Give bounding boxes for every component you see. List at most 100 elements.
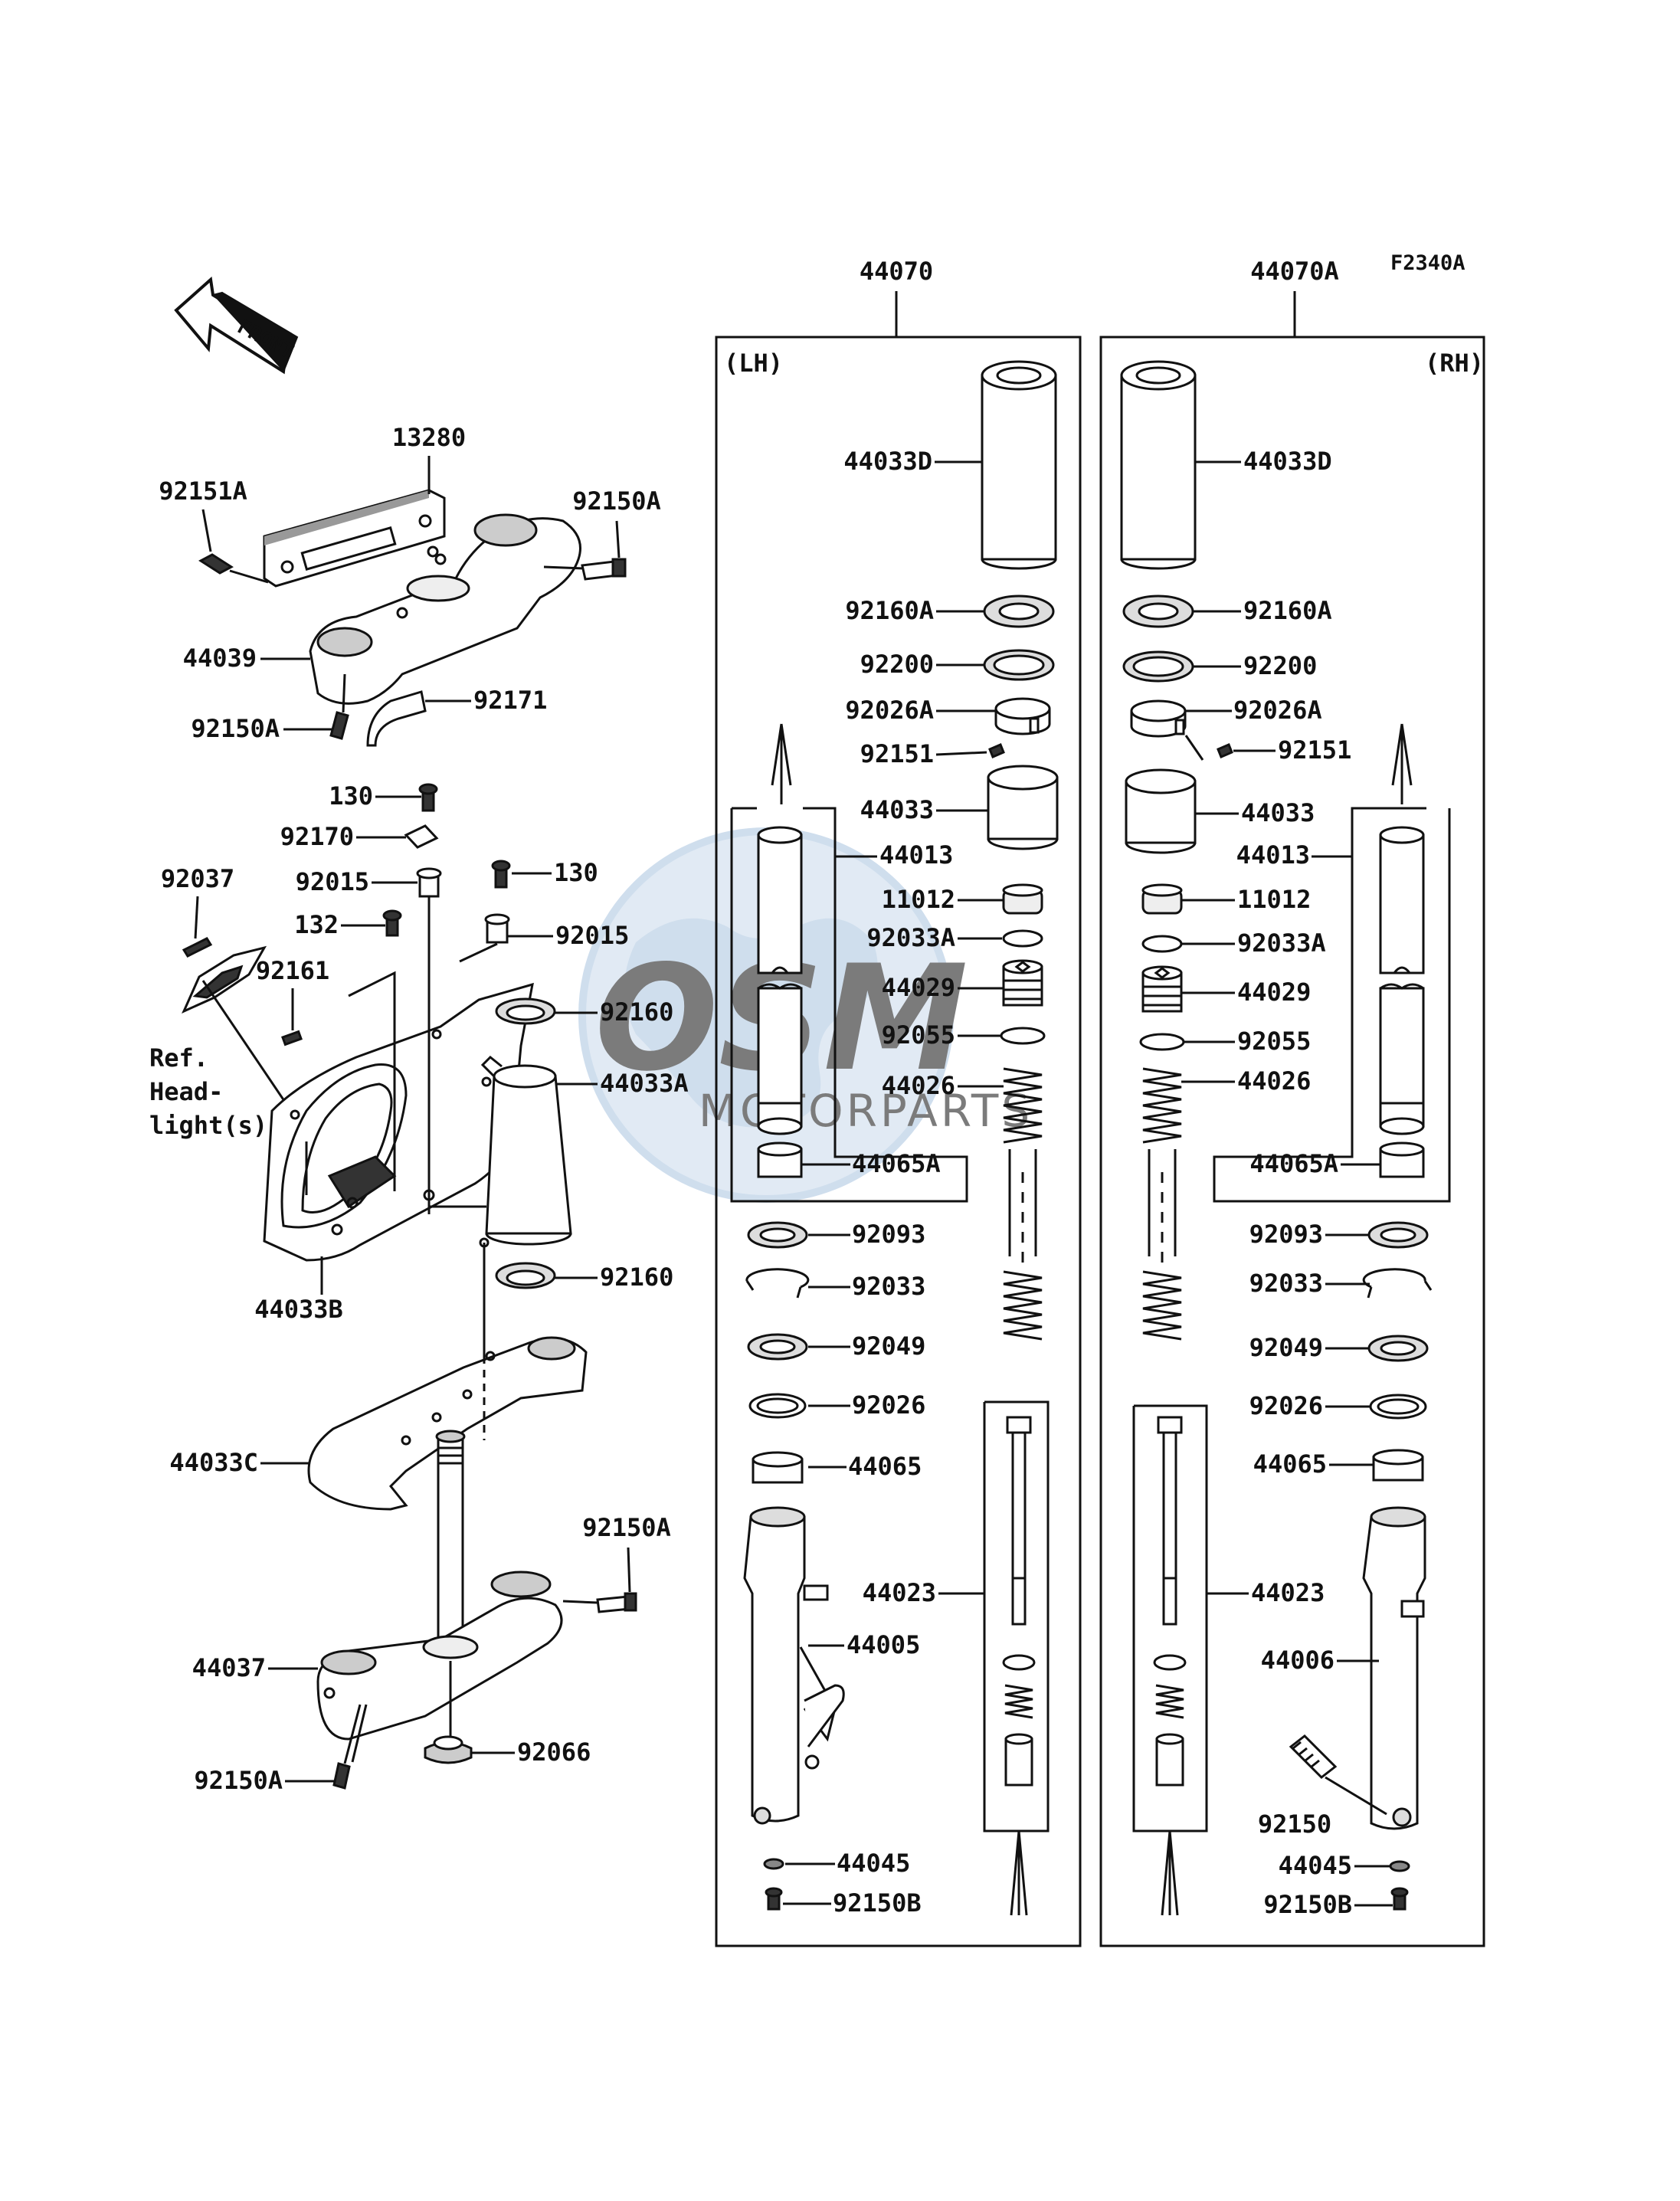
lh-label-92150B: 92150B (833, 1888, 922, 1918)
rh-label-92093: 92093 (1249, 1220, 1323, 1249)
rh-inner-tube (1379, 826, 1425, 1135)
rh-label-92033: 92033 (1249, 1269, 1323, 1298)
ref-note-line1: Ref. (149, 1043, 208, 1073)
watermark-sub: MOTORPARTS (699, 1085, 1033, 1137)
rh-label-44033: 44033 (1241, 798, 1315, 827)
label-92150A-left: 92150A (191, 714, 280, 743)
rh-label-44013: 44013 (1236, 840, 1310, 870)
rh-label-92026A: 92026A (1233, 696, 1322, 725)
lh-label-44065A: 44065A (852, 1149, 941, 1178)
lh-label-44005: 44005 (847, 1630, 920, 1659)
lh-fork-tube-cover (981, 360, 1057, 570)
label-92151A: 92151A (159, 477, 247, 506)
label-92066: 92066 (517, 1738, 591, 1767)
lh-label-92026: 92026 (852, 1390, 925, 1420)
lh-cover-44033 (987, 765, 1059, 850)
lh-label-92093: 92093 (852, 1220, 925, 1249)
label-44070: 44070 (860, 257, 933, 286)
lh-label-44065: 44065 (848, 1452, 922, 1481)
lh-label-44033D: 44033D (843, 447, 932, 476)
rh-adjuster-44029 (1141, 965, 1183, 1013)
rh-label-44023: 44023 (1251, 1578, 1325, 1607)
rh-assembly-box: 44070A (RH) (1099, 257, 1485, 1947)
label-92171: 92171 (473, 686, 547, 715)
label-130-a: 130 (329, 781, 373, 811)
label-rh: (RH) (1425, 349, 1484, 378)
lh-label-92055: 92055 (882, 1020, 955, 1050)
rh-label-92150: 92150 (1258, 1810, 1331, 1839)
lower-cover-44033C (307, 1336, 588, 1511)
lh-label-11012: 11012 (882, 885, 955, 914)
rh-label-92151: 92151 (1278, 735, 1351, 765)
lh-label-92026A: 92026A (845, 696, 934, 725)
lh-damper-rod (1002, 1416, 1036, 1916)
label-44037: 44037 (192, 1653, 266, 1682)
rh-label-92150B: 92150B (1263, 1890, 1352, 1919)
watermark-logo: OSM MOTORPARTS (578, 827, 1033, 1203)
rh-label-92200: 92200 (1243, 651, 1317, 680)
label-92150A-mid: 92150A (582, 1513, 671, 1542)
lh-label-92033: 92033 (852, 1272, 925, 1301)
lh-adjuster-44029 (1002, 959, 1043, 1007)
rh-label-92033A: 92033A (1237, 929, 1326, 958)
ref-note-line3: light(s) (149, 1111, 267, 1140)
label-92150A-top: 92150A (572, 486, 661, 516)
lh-label-92200: 92200 (860, 650, 934, 679)
rh-bolt-92150 (1289, 1734, 1387, 1816)
ref-note-line2: Head- (149, 1077, 223, 1106)
lh-label-44013: 44013 (879, 840, 953, 870)
rh-label-44033D: 44033D (1243, 447, 1332, 476)
rh-label-44065A: 44065A (1249, 1149, 1338, 1178)
label-lh: (LH) (724, 349, 783, 378)
steering-stem-44037 (316, 1430, 563, 1741)
rh-label-92160A: 92160A (1243, 596, 1332, 625)
label-44033B: 44033B (254, 1295, 343, 1324)
rh-spring-44026 (1142, 1067, 1182, 1341)
label-44033A: 44033A (600, 1069, 689, 1098)
lh-label-44045: 44045 (837, 1849, 910, 1878)
rh-label-44026: 44026 (1237, 1066, 1311, 1096)
lh-assembly-box: 44070 (LH) (715, 257, 1082, 1947)
lh-outer-tube-44005 (743, 1506, 845, 1825)
lh-label-44033: 44033 (860, 795, 934, 824)
lh-label-92033A: 92033A (866, 923, 955, 952)
lh-label-92160A: 92160A (845, 596, 934, 625)
lh-label-44029: 44029 (882, 973, 955, 1002)
label-44033C: 44033C (169, 1448, 258, 1477)
top-plate-13280 (263, 489, 446, 588)
label-92160-a: 92160 (600, 997, 673, 1027)
label-44070A: 44070A (1250, 257, 1339, 286)
rh-label-44045: 44045 (1279, 1851, 1352, 1880)
label-92037: 92037 (161, 864, 234, 893)
label-92161: 92161 (256, 956, 329, 985)
lh-inner-tube (757, 826, 803, 1135)
front-arrow-icon: FRONT (174, 277, 299, 375)
rh-outer-tube-44006 (1362, 1506, 1426, 1830)
rh-cover-44033 (1125, 768, 1197, 854)
rh-label-92055: 92055 (1237, 1027, 1311, 1056)
rh-label-44065: 44065 (1253, 1449, 1327, 1479)
label-92015-a: 92015 (296, 867, 369, 896)
fork-cover-44033A (479, 1055, 572, 1248)
lh-label-92049: 92049 (852, 1331, 925, 1361)
label-130-b: 130 (554, 858, 598, 887)
rh-label-11012: 11012 (1237, 885, 1311, 914)
label-92170: 92170 (280, 822, 354, 851)
lh-spring-44026 (1003, 1067, 1043, 1341)
rh-damper-rod (1153, 1416, 1187, 1916)
lh-label-92151: 92151 (860, 739, 934, 768)
label-92015-b: 92015 (555, 921, 629, 950)
rh-fork-tube-cover (1120, 360, 1197, 570)
rh-label-92049: 92049 (1249, 1333, 1323, 1362)
lh-label-44023: 44023 (863, 1578, 936, 1607)
label-13280: 13280 (392, 423, 466, 452)
label-92160-b: 92160 (600, 1263, 673, 1292)
rh-label-44029: 44029 (1237, 978, 1311, 1007)
label-44039: 44039 (183, 644, 257, 673)
rh-label-44006: 44006 (1261, 1646, 1335, 1675)
label-92150A-bot: 92150A (194, 1766, 283, 1795)
diagram-code: F2340A (1390, 251, 1465, 275)
rh-label-92026: 92026 (1249, 1391, 1323, 1420)
upper-bracket-44039 (309, 513, 581, 705)
